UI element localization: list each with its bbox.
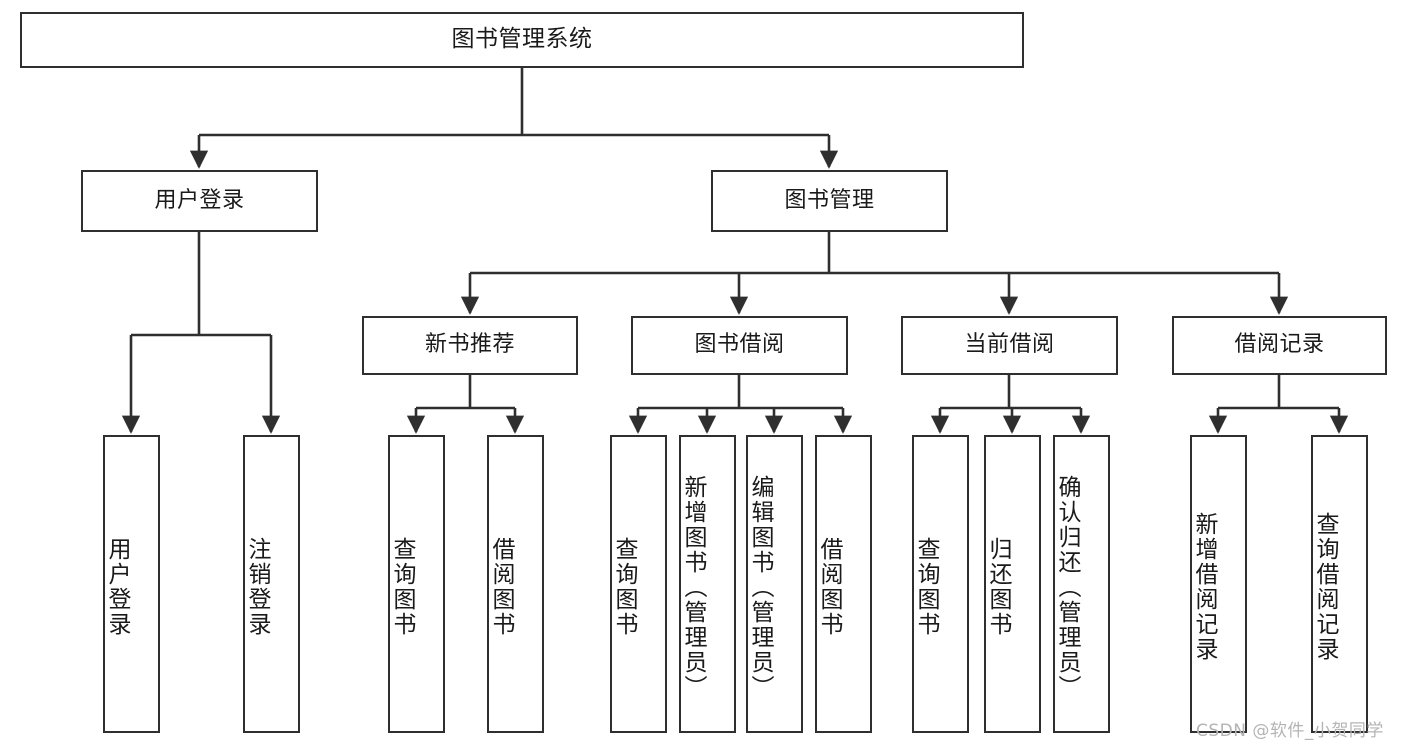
node-book-manage-label: 图书管理	[784, 187, 875, 213]
node-leaf-borrow-book-2-label: 借阅图书	[816, 537, 842, 637]
node-borrow-record-label: 借阅记录	[1234, 332, 1325, 358]
node-leaf-add-record[interactable]: 新增借阅记录	[1190, 435, 1247, 733]
node-leaf-borrow-book-1[interactable]: 借阅图书	[487, 435, 544, 733]
node-root-label: 图书管理系统	[451, 26, 593, 53]
node-leaf-query-record[interactable]: 查询借阅记录	[1311, 435, 1368, 733]
node-leaf-user-login[interactable]: 用户登录	[103, 435, 160, 733]
node-new-book-rec[interactable]: 新书推荐	[362, 316, 578, 375]
node-leaf-return-book[interactable]: 归还图书	[984, 435, 1041, 733]
node-leaf-query-book-2-label: 查询图书	[611, 537, 637, 637]
node-leaf-query-book-3[interactable]: 查询图书	[912, 435, 969, 733]
node-leaf-logout-label: 注销登录	[244, 537, 270, 637]
node-book-manage[interactable]: 图书管理	[711, 170, 948, 232]
node-leaf-edit-book-label: 编辑图书（管理员）	[747, 474, 773, 700]
node-leaf-query-book-1[interactable]: 查询图书	[388, 435, 445, 733]
node-book-borrow-label: 图书借阅	[694, 332, 785, 358]
node-leaf-query-book-3-label: 查询图书	[913, 537, 939, 637]
node-leaf-query-record-label: 查询借阅记录	[1312, 512, 1338, 662]
node-book-borrow[interactable]: 图书借阅	[631, 316, 848, 375]
node-leaf-query-book-2[interactable]: 查询图书	[610, 435, 667, 733]
node-leaf-user-login-label: 用户登录	[104, 537, 130, 637]
node-leaf-confirm-return-label: 确认归还（管理员）	[1054, 474, 1080, 700]
node-borrow-record[interactable]: 借阅记录	[1172, 316, 1387, 375]
node-new-book-rec-label: 新书推荐	[424, 332, 515, 358]
node-root[interactable]: 图书管理系统	[20, 12, 1024, 68]
node-current-borrow[interactable]: 当前借阅	[901, 316, 1118, 375]
node-leaf-borrow-book-2[interactable]: 借阅图书	[815, 435, 872, 733]
node-leaf-edit-book[interactable]: 编辑图书（管理员）	[746, 435, 803, 733]
node-user-login-label: 用户登录	[154, 187, 245, 213]
node-leaf-add-record-label: 新增借阅记录	[1191, 512, 1217, 662]
node-leaf-return-book-label: 归还图书	[985, 537, 1011, 637]
node-leaf-add-book-label: 新增图书（管理员）	[680, 474, 706, 700]
node-leaf-query-book-1-label: 查询图书	[389, 537, 415, 637]
node-leaf-borrow-book-1-label: 借阅图书	[488, 537, 514, 637]
node-leaf-confirm-return[interactable]: 确认归还（管理员）	[1053, 435, 1110, 733]
node-current-borrow-label: 当前借阅	[964, 332, 1055, 358]
node-leaf-logout[interactable]: 注销登录	[243, 435, 300, 733]
node-leaf-add-book[interactable]: 新增图书（管理员）	[679, 435, 736, 733]
node-user-login[interactable]: 用户登录	[81, 170, 318, 232]
